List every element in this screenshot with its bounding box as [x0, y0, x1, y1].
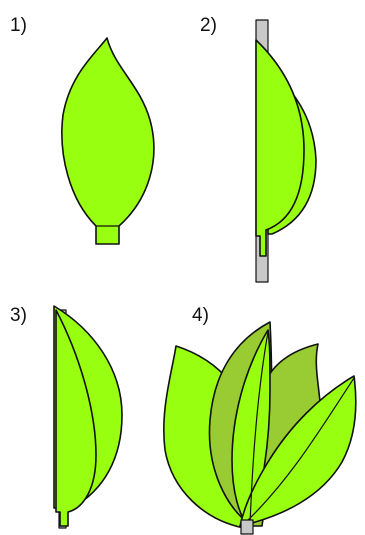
step-1-leaf-blade: [62, 38, 154, 244]
step-4-flower: [164, 322, 356, 534]
step-2-leaf-on-stick: [256, 20, 316, 282]
step-3-wrapped-leaves: [54, 306, 122, 528]
step-1-leaf: [62, 38, 154, 244]
step-4-stem: [241, 520, 253, 534]
